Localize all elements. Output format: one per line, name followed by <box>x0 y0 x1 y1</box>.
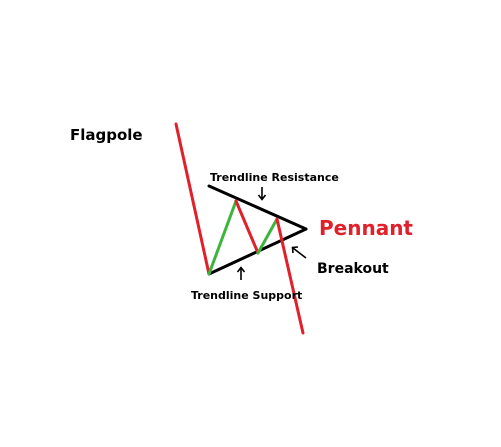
up-swing-1 <box>207 199 238 276</box>
pennant-label: Pennant <box>319 216 413 240</box>
down-swing-1 <box>234 199 260 255</box>
flagpole-label: Flagpole <box>70 126 143 144</box>
arrow-down-icon <box>257 187 267 201</box>
resistance-trendline <box>207 184 308 231</box>
breakout-label: Breakout <box>317 261 389 277</box>
up-swing-2 <box>256 217 279 255</box>
breakout-line <box>275 217 305 335</box>
trendline-resistance-label: Trendline Resistance <box>210 171 339 184</box>
arrow-up-left-icon <box>291 246 307 259</box>
trendline-support-label: Trendline Support <box>191 289 302 302</box>
arrow-up-icon <box>236 266 246 280</box>
flagpole-line <box>174 122 211 276</box>
